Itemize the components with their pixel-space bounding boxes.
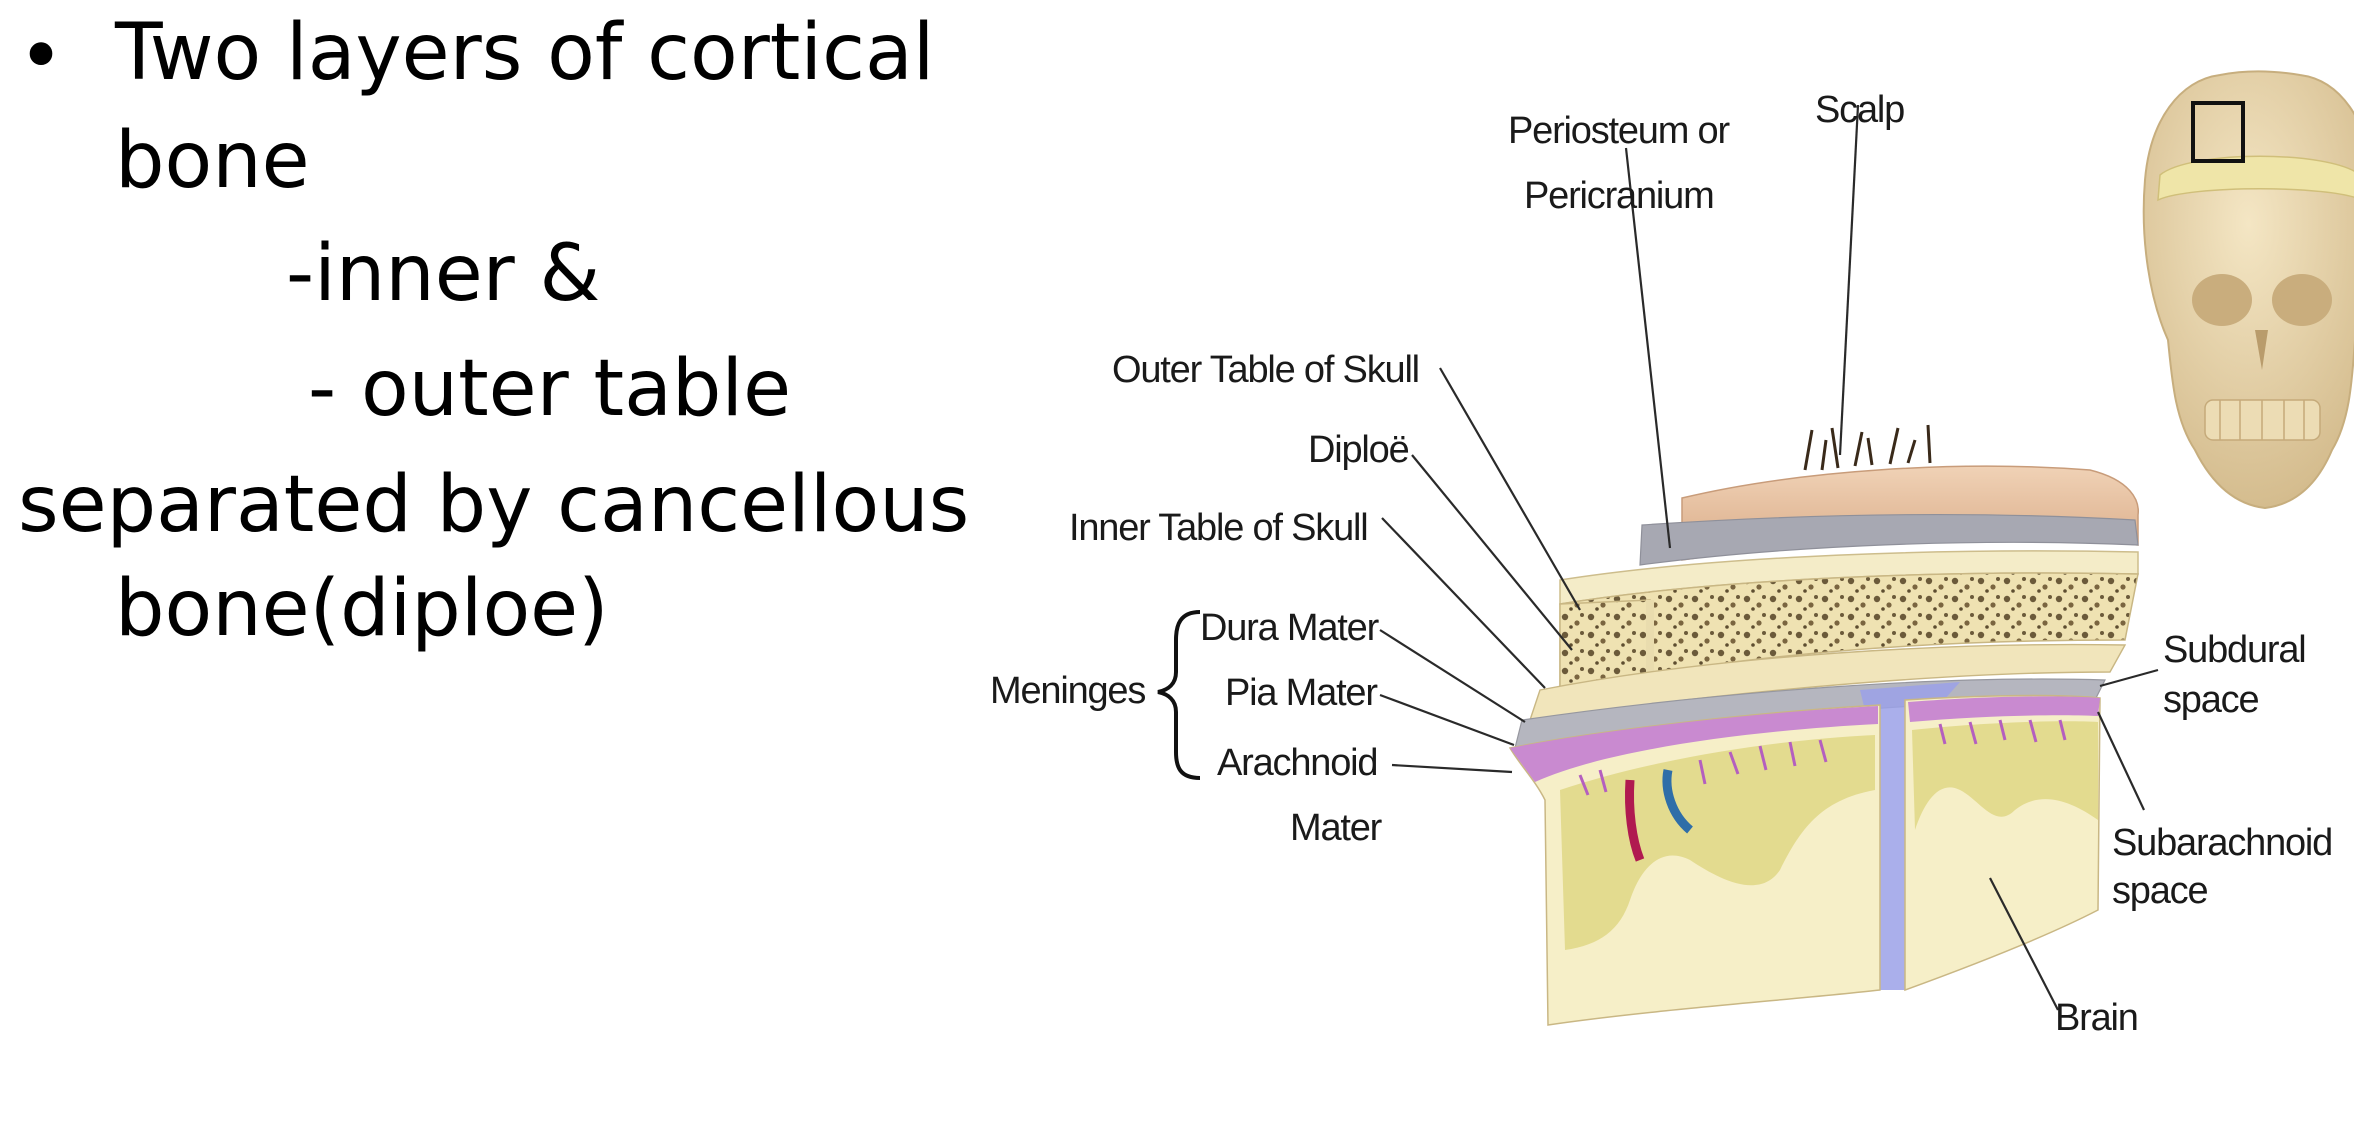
label-periosteum-2: Pericranium: [1524, 175, 1714, 217]
leader-outer-table: [1439, 367, 1581, 611]
label-brain: Brain: [2055, 997, 2138, 1039]
label-pia-mater: Pia Mater: [1225, 672, 1378, 714]
leader-pia: [1379, 693, 1515, 747]
leader-lines: [1379, 104, 2159, 1011]
label-outer-table: Outer Table of Skull: [1112, 349, 1419, 391]
diagram-svg: Periosteum or Pericranium Scalp Outer Ta…: [990, 70, 2354, 1039]
label-diploe: Diploë: [1308, 429, 1409, 471]
leader-inner-table: [1381, 517, 1546, 689]
label-subarachnoid-2: space: [2112, 870, 2207, 912]
label-subdural-2: space: [2163, 679, 2258, 721]
label-arachnoid-1: Arachnoid: [1217, 742, 1377, 784]
falx-cerebri: [1860, 682, 1960, 990]
meninges-brace: [1157, 610, 1201, 780]
label-subarachnoid-1: Subarachnoid: [2112, 822, 2332, 864]
slide-text-block: • Two layers of cortical bone -inner & -…: [0, 0, 1060, 700]
leader-periosteum: [1624, 147, 1672, 549]
skull-layers-diagram: Periosteum or Pericranium Scalp Outer Ta…: [960, 30, 2354, 1124]
label-arachnoid-2: Mater: [1290, 807, 1383, 849]
leader-scalp: [1838, 104, 1860, 456]
leader-diploe: [1411, 454, 1573, 651]
label-dura-mater: Dura Mater: [1200, 607, 1380, 649]
leader-brain: [1989, 877, 2059, 1011]
label-meninges: Meninges: [990, 670, 1145, 712]
text-line-1: Two layers of cortical: [115, 8, 935, 98]
text-line-6: bone(diploe): [115, 564, 609, 654]
skull-inset: [2142, 70, 2354, 510]
leader-arachnoid: [1391, 763, 1513, 774]
label-inner-table: Inner Table of Skull: [1069, 507, 1368, 549]
periosteum-layer: [1639, 513, 2139, 566]
label-scalp: Scalp: [1815, 89, 1904, 131]
leader-subdural: [2099, 668, 2159, 688]
leader-subarachnoid: [2097, 711, 2145, 811]
label-periosteum-1: Periosteum or: [1508, 110, 1730, 152]
leader-dura: [1379, 629, 1526, 723]
text-line-5: separated by cancellous: [18, 460, 970, 550]
text-line-4: - outer table: [308, 344, 792, 434]
brain-block: [1508, 694, 2101, 1026]
bullet-marker: •: [18, 12, 65, 102]
text-line-2: bone: [115, 116, 310, 206]
diploe-layer: [1559, 572, 2139, 691]
text-line-3: -inner &: [286, 229, 601, 319]
label-subdural-1: Subdural: [2163, 629, 2306, 671]
